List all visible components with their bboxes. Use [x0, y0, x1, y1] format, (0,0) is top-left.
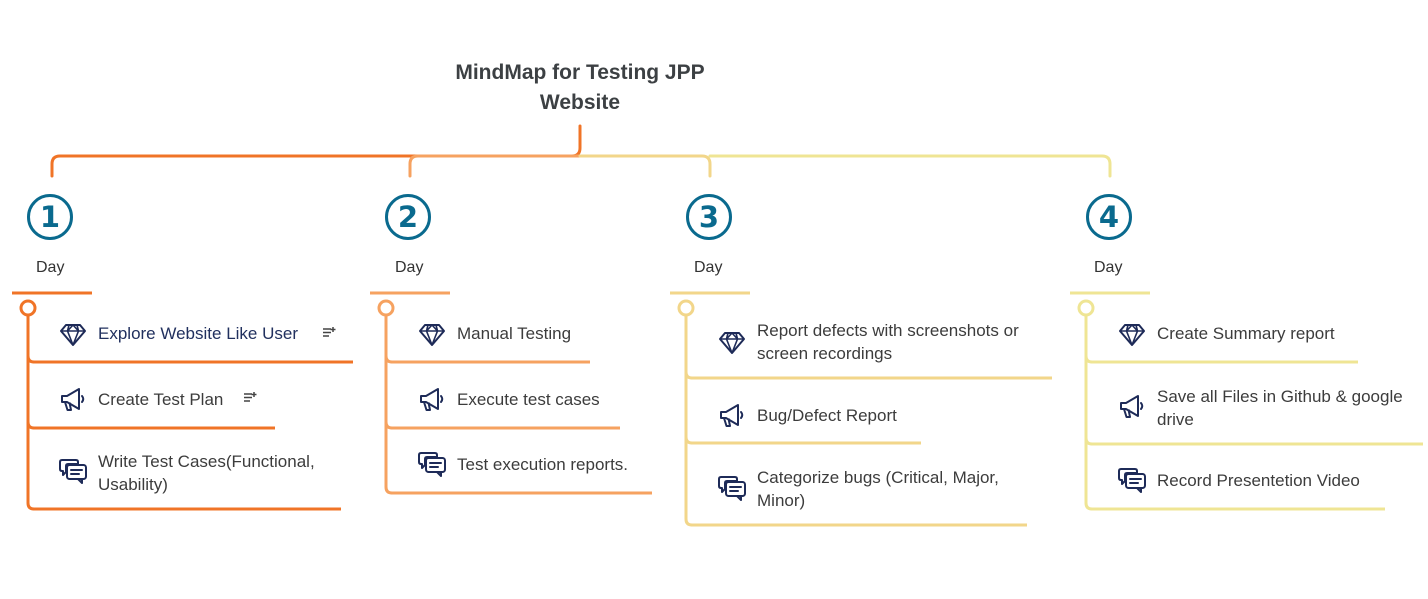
- day-2-label: Day: [395, 259, 424, 276]
- day-4-trunk-line: [1084, 316, 1093, 511]
- branch-connector-day-3: [578, 154, 712, 178]
- item-text-line: Create Test Plan: [98, 390, 224, 409]
- item-text-line: Execute test cases: [457, 390, 600, 409]
- item-text-line: Write Test Cases(Functional,: [98, 452, 315, 471]
- item-text-line: Save all Files in Github & google: [1157, 387, 1403, 406]
- item-text-line: Bug/Defect Report: [757, 406, 897, 425]
- chat-bubbles-icon: [1118, 468, 1146, 493]
- megaphone-icon: [420, 388, 444, 411]
- notes-icon: [244, 392, 257, 402]
- day-2-item-1: Manual Testing: [457, 322, 571, 345]
- item-text-line: Manual Testing: [457, 324, 572, 343]
- day-1-item-2: Create Test Plan: [98, 388, 223, 411]
- title-line-2: Website: [539, 91, 621, 114]
- item-text-line: Report defects with screenshots or: [757, 321, 1019, 340]
- item-text-line: Explore Website Like User: [98, 324, 298, 343]
- day-1-trunk-line: [26, 316, 35, 511]
- day-4-item-3: Record Presentetion Video: [1157, 469, 1360, 492]
- chat-bubbles-icon: [418, 452, 446, 477]
- day-branches: [12, 291, 1423, 527]
- day-1-item-3: Write Test Cases(Functional, Usability): [98, 450, 315, 496]
- day-3-node-circle: [677, 299, 695, 317]
- megaphone-icon: [720, 404, 744, 427]
- day-4-item-2: Save all Files in Github & google drive: [1157, 385, 1403, 431]
- item-text-line: Usability): [98, 475, 168, 494]
- diamond-icon: [60, 324, 86, 346]
- branch-connector-day-4: [708, 154, 1112, 178]
- day-3-item-3: Categorize bugs (Critical, Major, Minor): [757, 466, 999, 512]
- day-2-item-3: Test execution reports.: [457, 453, 628, 476]
- diamond-icon: [419, 324, 445, 346]
- day-4-label: Day: [1094, 259, 1123, 276]
- day-2-trunk-line: [384, 316, 393, 495]
- day-3-item-2: Bug/Defect Report: [757, 404, 897, 427]
- item-text-line: screen recordings: [757, 344, 893, 363]
- item-text-line: drive: [1157, 410, 1194, 429]
- megaphone-icon: [1120, 395, 1144, 418]
- day-2-badge: 2: [385, 194, 431, 240]
- diagram-title: MindMap for Testing JPP Website: [410, 58, 750, 118]
- title-line-1: MindMap for Testing JPP: [455, 61, 705, 84]
- day-3-item-1: Report defects with screenshots or screen…: [757, 319, 1019, 365]
- notes-icon: [323, 327, 336, 337]
- item-text-line: Record Presentetion Video: [1157, 471, 1360, 490]
- day-2-node-circle: [377, 299, 395, 317]
- item-text-line: Test execution reports.: [457, 455, 629, 474]
- day-4-badge: 4: [1086, 194, 1132, 240]
- branch-connector-day-2: [408, 154, 582, 178]
- day-1-node-circle: [19, 299, 37, 317]
- item-text-line: Categorize bugs (Critical, Major,: [757, 468, 999, 487]
- diamond-icon: [719, 332, 745, 354]
- item-text-line: Create Summary report: [1157, 324, 1335, 343]
- item-text-line: Minor): [757, 491, 806, 510]
- day-2-item-2: Execute test cases: [457, 388, 600, 411]
- day-1-badge: 1: [27, 194, 73, 240]
- diamond-icon: [1119, 324, 1145, 346]
- day-3-label: Day: [694, 259, 723, 276]
- day-1-item-1: Explore Website Like User: [98, 322, 298, 345]
- chat-bubbles-icon: [718, 476, 746, 501]
- megaphone-icon: [61, 388, 85, 411]
- branch-connector-day-1: [50, 124, 582, 178]
- day-4-node-circle: [1077, 299, 1095, 317]
- day-3-badge: 3: [686, 194, 732, 240]
- day-3-trunk-line: [684, 316, 693, 527]
- day-4-item-1: Create Summary report: [1157, 322, 1335, 345]
- chat-bubbles-icon: [59, 459, 87, 484]
- day-1-label: Day: [36, 259, 65, 276]
